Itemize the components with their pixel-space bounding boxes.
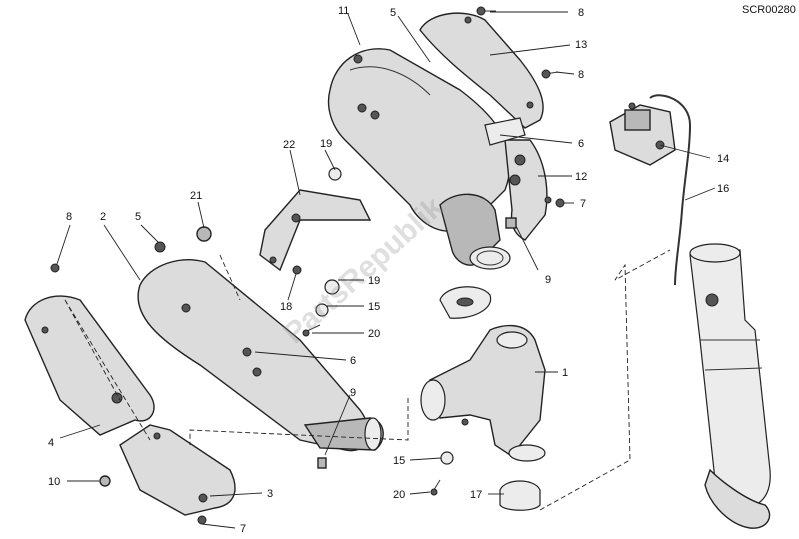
- callout-13: 13: [575, 39, 587, 51]
- callout-22: 22: [283, 139, 295, 151]
- nut-18: [292, 265, 302, 275]
- assembly-line-bracket: [219, 254, 241, 301]
- callout-8: 8: [578, 69, 584, 81]
- callout-7: 7: [240, 523, 246, 535]
- callout-8: 8: [578, 7, 584, 19]
- callout-15: 15: [393, 455, 405, 467]
- guard-3: [119, 424, 236, 516]
- callout-5: 5: [135, 211, 141, 223]
- callout-17: 17: [470, 489, 482, 501]
- spacer-9-upper: [505, 217, 517, 229]
- rubber-21: [196, 226, 212, 242]
- nut-8-left: [50, 263, 60, 273]
- guard-12: [504, 139, 552, 241]
- callout-14: 14: [717, 153, 729, 165]
- callout-8: 8: [66, 211, 72, 223]
- upper-silencer: [327, 48, 511, 270]
- washer-19-mid: [324, 279, 340, 295]
- callout-6: 6: [578, 138, 584, 150]
- callout-19: 19: [320, 138, 332, 150]
- screw-8-mid: [541, 69, 559, 79]
- washer-15-mid: [315, 303, 329, 317]
- callout-11: 11: [338, 5, 349, 17]
- leader-lines: [56, 11, 716, 529]
- callout-4: 4: [48, 437, 54, 449]
- callout-7: 7: [580, 198, 586, 210]
- exhaust-valve-actuator: [609, 94, 692, 286]
- callout-16: 16: [717, 183, 729, 195]
- y-pipe: [420, 324, 546, 462]
- callout-21: 21: [190, 190, 202, 202]
- screw-20-bottom: [430, 488, 438, 496]
- assembly-line-left: [189, 398, 409, 445]
- callout-15: 15: [368, 301, 380, 313]
- callout-20: 20: [393, 489, 405, 501]
- plug-10: [99, 475, 111, 487]
- callout-12: 12: [575, 171, 587, 183]
- callout-9: 9: [350, 387, 356, 399]
- lower-silencer: [137, 259, 384, 452]
- reference-code: SCR00280: [742, 4, 796, 16]
- nut-7-bottom: [197, 515, 207, 525]
- callout-19: 19: [368, 275, 380, 287]
- assembly-line-right: [539, 249, 671, 511]
- washer-5-left: [154, 241, 166, 253]
- assembly-line-shield: [64, 299, 151, 441]
- callout-3: 3: [267, 488, 273, 500]
- callout-labels: 11 5 8 13 8 6 12 7 9 14 16 22 19 21 8 2 …: [48, 5, 729, 535]
- callout-2: 2: [100, 211, 106, 223]
- callout-18: 18: [280, 301, 292, 313]
- callout-6: 6: [350, 355, 356, 367]
- screw-7-right: [555, 198, 574, 208]
- callout-20: 20: [368, 328, 380, 340]
- callout-10: 10: [48, 476, 60, 488]
- bracket-6-upper: [484, 117, 526, 146]
- right-exhaust-pipe: [689, 243, 771, 529]
- screw-20-mid: [302, 329, 310, 337]
- washer-19-top: [328, 167, 342, 181]
- callout-9: 9: [545, 274, 551, 286]
- callout-5: 5: [390, 7, 396, 19]
- callout-1: 1: [562, 367, 568, 379]
- clamp-17: [499, 480, 541, 511]
- bracket-22: [259, 189, 372, 272]
- upper-heat-shield: [419, 12, 544, 129]
- screw-8-top: [476, 6, 496, 16]
- spacer-9-lower: [317, 457, 327, 469]
- washer-15-bottom: [440, 451, 454, 465]
- heat-shield-4: [24, 295, 155, 436]
